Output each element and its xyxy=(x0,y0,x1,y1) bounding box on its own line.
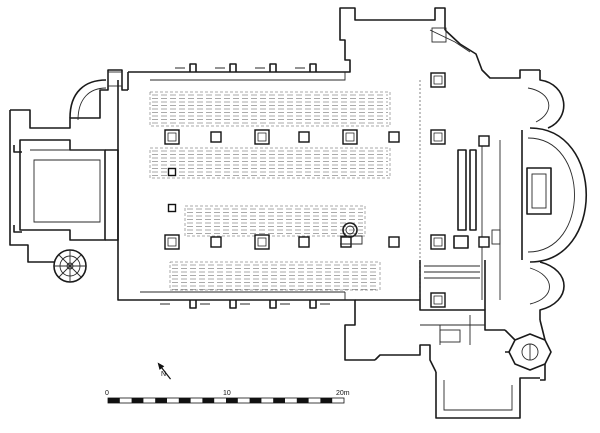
scale-segment xyxy=(320,398,333,403)
nave-walls xyxy=(117,7,446,361)
pier xyxy=(164,234,180,250)
side-apses xyxy=(527,70,565,320)
pier xyxy=(388,236,400,248)
pier xyxy=(430,234,446,250)
pier-core xyxy=(167,132,177,142)
spiral-staircase xyxy=(53,249,87,283)
scale-label-end: 20m xyxy=(336,390,350,397)
pier xyxy=(342,129,358,145)
pew-block xyxy=(169,261,381,291)
pier-core xyxy=(433,237,443,247)
pier xyxy=(478,135,490,147)
east-apse xyxy=(521,127,587,263)
pier xyxy=(340,236,352,248)
pier xyxy=(430,72,446,88)
pier xyxy=(210,236,222,248)
pier xyxy=(298,236,310,248)
pier-core xyxy=(345,132,355,142)
north-arrow-letter: N xyxy=(161,371,166,378)
scale-bar: 0 10 20m xyxy=(105,390,350,404)
pier-core xyxy=(433,75,443,85)
pier xyxy=(430,292,446,308)
pier xyxy=(430,129,446,145)
octagonal-stair-turret xyxy=(504,319,552,381)
pier-core xyxy=(257,237,267,247)
scale-segment xyxy=(108,398,120,403)
pier-core xyxy=(433,295,443,305)
scale-segment xyxy=(155,398,167,403)
steps xyxy=(419,80,480,295)
nave-pews xyxy=(149,91,391,291)
west-tower xyxy=(9,69,128,263)
pew-block xyxy=(184,205,366,237)
scale-segment xyxy=(131,398,144,403)
pier xyxy=(167,167,177,177)
pier xyxy=(210,131,222,143)
scale-segment xyxy=(296,398,309,403)
scale-segment xyxy=(249,398,262,403)
nave-piers xyxy=(164,72,490,308)
pier-core xyxy=(433,132,443,142)
pier xyxy=(388,131,400,143)
northwest-apse xyxy=(69,71,123,121)
pier xyxy=(167,203,177,213)
pew-block xyxy=(149,91,391,127)
baptismal-font xyxy=(340,222,363,245)
scale-segment xyxy=(273,398,285,403)
pier xyxy=(254,129,270,145)
scale-label-mid: 10 xyxy=(223,390,231,397)
pier-core xyxy=(167,237,177,247)
scale-segment xyxy=(226,398,238,403)
scale-label-start: 0 xyxy=(105,390,109,397)
north-arrow-icon: N xyxy=(157,362,172,380)
choir-stalls xyxy=(453,140,501,300)
pew-block xyxy=(149,147,391,179)
pier-core xyxy=(257,132,267,142)
pier xyxy=(164,129,180,145)
scale-segment xyxy=(178,398,191,403)
scale-segment xyxy=(202,398,215,403)
pier xyxy=(298,131,310,143)
pier xyxy=(478,236,490,248)
pier xyxy=(254,234,270,250)
